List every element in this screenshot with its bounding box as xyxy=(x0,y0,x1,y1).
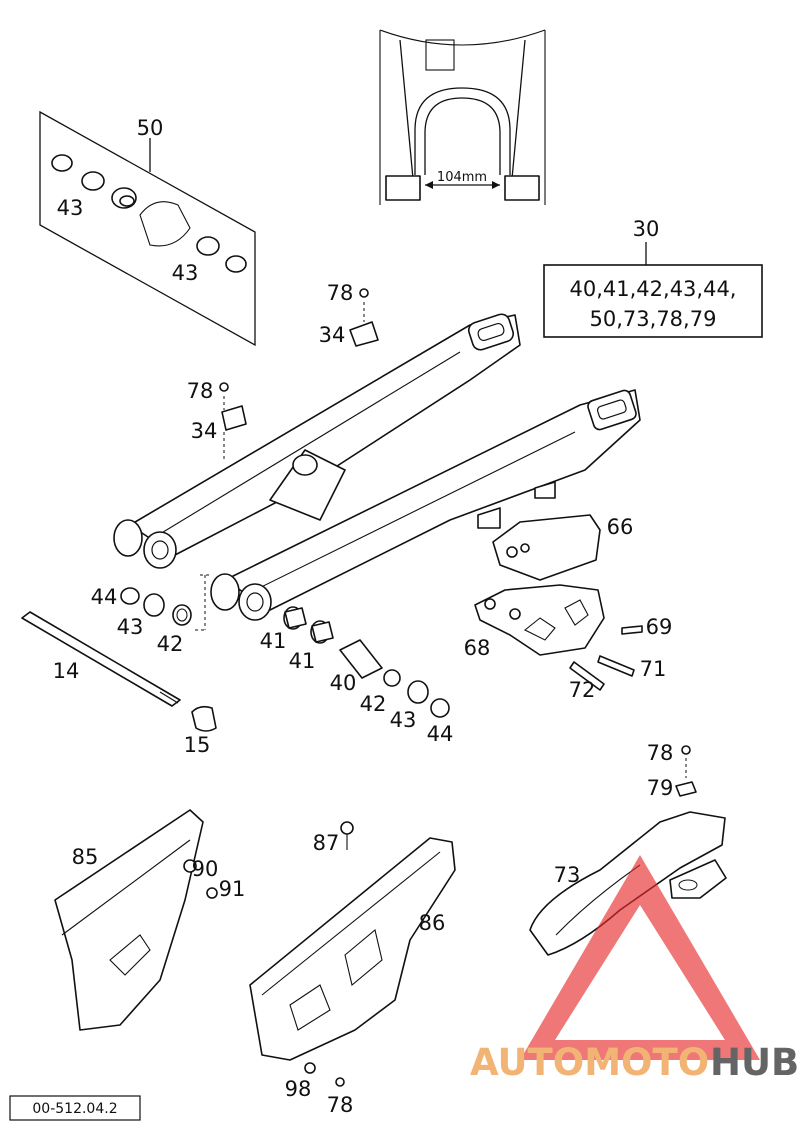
label-71: 71 xyxy=(640,657,667,681)
label-72: 72 xyxy=(569,678,596,702)
label-15: 15 xyxy=(184,733,211,757)
label-42: 42 xyxy=(360,692,387,716)
label-50: 50 xyxy=(137,116,164,140)
label-14: 14 xyxy=(53,659,80,683)
label-66: 66 xyxy=(607,515,634,539)
logo-text-part1: AUTOMOTO xyxy=(470,1041,709,1084)
label-44: 44 xyxy=(427,722,454,746)
kit-box-line-2: 50,73,78,79 xyxy=(590,307,717,331)
label-78: 78 xyxy=(327,1093,354,1117)
label-43: 43 xyxy=(117,615,144,639)
label-42: 42 xyxy=(157,632,184,656)
swingarm-drawing xyxy=(113,288,641,621)
logo-text-part2: HUB xyxy=(710,1041,799,1084)
logo-triangle-icon xyxy=(520,855,760,1060)
label-43: 43 xyxy=(172,261,199,285)
label-90: 90 xyxy=(192,857,219,881)
label-78: 78 xyxy=(647,741,674,765)
label-87: 87 xyxy=(313,831,340,855)
label-78: 78 xyxy=(327,281,354,305)
label-30: 30 xyxy=(633,217,660,241)
part-labels: 50 43 43 30 40,41,42,43,44, 50,73,78,79 … xyxy=(53,116,737,1117)
sprocket-guard-drawing xyxy=(249,821,456,1087)
axle-and-bearings-drawing xyxy=(21,574,450,732)
chain-guide-drawing xyxy=(474,514,643,691)
label-78: 78 xyxy=(187,379,214,403)
kit-box-30 xyxy=(543,242,763,338)
chain-guard-drawing xyxy=(54,809,218,1031)
automotohub-logo: AUTOMOTO HUB xyxy=(470,855,799,1084)
label-69: 69 xyxy=(646,615,673,639)
pivot-detail-drawing: 104mm xyxy=(379,29,546,205)
label-85: 85 xyxy=(72,845,99,869)
label-68: 68 xyxy=(464,636,491,660)
label-34: 34 xyxy=(319,323,346,347)
kit-box-line-1: 40,41,42,43,44, xyxy=(570,277,737,301)
label-73: 73 xyxy=(554,863,581,887)
label-86: 86 xyxy=(419,911,446,935)
label-79: 79 xyxy=(647,776,674,800)
label-34: 34 xyxy=(191,419,218,443)
bearing-kit-box xyxy=(39,110,256,347)
label-44: 44 xyxy=(91,585,118,609)
label-43: 43 xyxy=(390,708,417,732)
diagram-code-box xyxy=(9,1095,141,1121)
label-98: 98 xyxy=(285,1077,312,1101)
dimension-label: 104mm xyxy=(437,170,487,185)
label-41: 41 xyxy=(289,649,316,673)
diagram-code: 00-512.04.2 xyxy=(32,1101,117,1117)
label-43: 43 xyxy=(57,196,84,220)
label-41: 41 xyxy=(260,629,287,653)
label-40: 40 xyxy=(330,671,357,695)
label-91: 91 xyxy=(219,877,246,901)
